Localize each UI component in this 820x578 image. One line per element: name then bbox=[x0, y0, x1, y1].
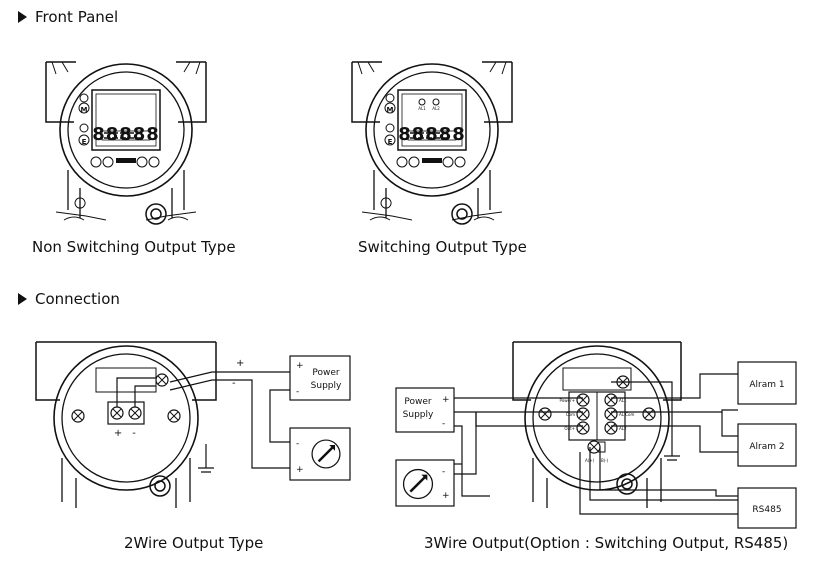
e-key-icon: E bbox=[388, 138, 393, 146]
non-switching-transmitter: 88888 M E bbox=[45, 61, 207, 225]
three-wire-transmitter: Power+ Com Out+ AL1 AL Com AL2 A(+) B(-) bbox=[512, 341, 682, 508]
triangle-bullet-icon bbox=[18, 293, 27, 305]
plus-terminal-label: + bbox=[114, 428, 122, 439]
minus-sign: - bbox=[442, 419, 445, 429]
connection-title: Connection bbox=[35, 290, 120, 308]
caption-two-wire: 2Wire Output Type bbox=[124, 534, 264, 552]
caption-three-wire: 3Wire Output(Option : Switching Output, … bbox=[424, 534, 789, 552]
minus-terminal-label: - bbox=[132, 428, 136, 439]
e-key-icon: E bbox=[82, 138, 87, 146]
connection-header: Connection bbox=[18, 290, 120, 308]
minus-sign: - bbox=[442, 467, 445, 477]
switching-transmitter: AL1 AL2 88888 M E bbox=[351, 61, 513, 225]
triangle-bullet-icon bbox=[18, 11, 27, 23]
plus-sign: + bbox=[296, 465, 304, 475]
m-key-icon: M bbox=[81, 106, 88, 114]
power-label: Power bbox=[312, 368, 340, 378]
three-wire-power-supply-box: Power Supply + - bbox=[395, 387, 455, 433]
power-supply-box: + - Power Supply bbox=[289, 355, 351, 401]
m-key-icon: M bbox=[387, 106, 394, 114]
three-wire-indicator-box: - + bbox=[395, 459, 455, 507]
term-power-label: Power+ bbox=[560, 398, 575, 403]
minus-sign: - bbox=[296, 387, 299, 397]
two-wire-transmitter: + - bbox=[35, 341, 217, 508]
plus-sign: + bbox=[296, 361, 304, 371]
rs485-label: RS485 bbox=[752, 505, 781, 515]
minus-sign: - bbox=[296, 439, 299, 449]
lcd-digits: 88888 bbox=[398, 124, 466, 145]
term-com-label: Com bbox=[566, 412, 575, 417]
term-out-label: Out+ bbox=[564, 426, 575, 431]
power-label: Power bbox=[404, 397, 432, 407]
plus-sign: + bbox=[442, 395, 450, 405]
term-alcom-label: AL Com bbox=[619, 412, 634, 417]
front-panel-header: Front Panel bbox=[18, 8, 118, 26]
two-wire-wiring bbox=[169, 371, 290, 473]
alarm2-box: Alram 2 bbox=[737, 423, 797, 467]
supply-label: Supply bbox=[403, 410, 434, 420]
front-panel-title: Front Panel bbox=[35, 8, 119, 26]
plus-sign: + bbox=[236, 358, 244, 369]
caption-non-switching: Non Switching Output Type bbox=[32, 238, 236, 256]
lcd-digits: 88888 bbox=[92, 124, 160, 145]
term-b-label: B(-) bbox=[601, 458, 609, 463]
term-al1-label: AL1 bbox=[619, 398, 627, 403]
alarm2-label: Alram 2 bbox=[749, 442, 784, 452]
alarm1-box: Alram 1 bbox=[737, 361, 797, 405]
minus-sign: - bbox=[232, 378, 236, 389]
caption-switching: Switching Output Type bbox=[358, 238, 527, 256]
plus-sign: + bbox=[442, 491, 450, 501]
al1-label: AL1 bbox=[418, 106, 426, 111]
term-al2-label: AL2 bbox=[619, 426, 627, 431]
rs485-box: RS485 bbox=[737, 487, 797, 529]
al2-label: AL2 bbox=[432, 106, 440, 111]
supply-label: Supply bbox=[311, 381, 342, 391]
alarm1-label: Alram 1 bbox=[749, 380, 784, 390]
indicator-box: - + bbox=[289, 427, 351, 481]
three-wire-wiring bbox=[454, 373, 738, 515]
